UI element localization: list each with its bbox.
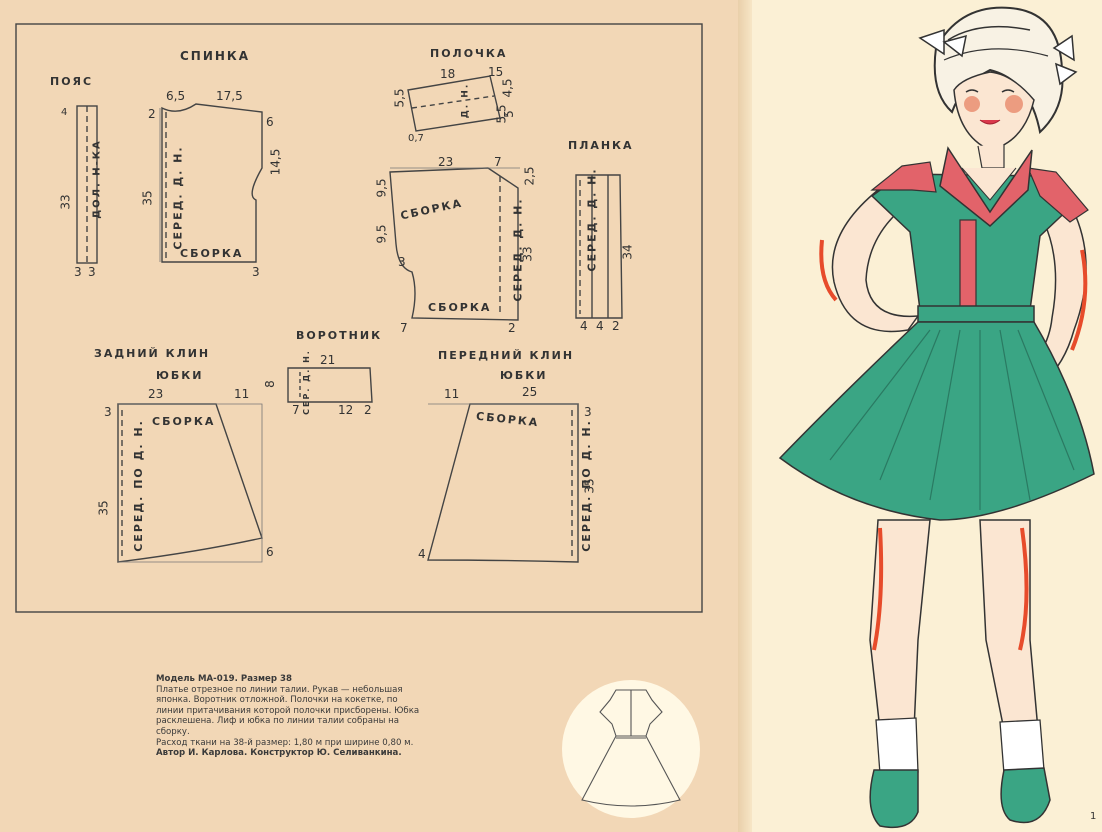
num-placket-b2: 4 [596, 319, 604, 333]
center-fold-back-gore: СЕРЕД. ПО Д. Н. [131, 419, 145, 552]
num-collar-b2: 12 [338, 403, 354, 417]
num-yoke-r3: 5 [501, 110, 516, 118]
num-fgore-right: 3 [584, 405, 592, 419]
num-yoke-left: 5,5 [392, 88, 407, 108]
pattern-drawings [15, 23, 703, 818]
pattern-frame-border [15, 23, 703, 613]
label-back-gore: ЗАДНИЙ КЛИН [94, 347, 211, 360]
num-belt-height: 33 [58, 194, 73, 210]
num-front-b1: 7 [400, 321, 408, 335]
label-belt: ПОЯС [50, 75, 94, 88]
num-back-top1: 6,5 [166, 89, 186, 103]
num-fgore-top1: 11 [444, 387, 460, 401]
num-back-bottom: 3 [252, 265, 260, 279]
num-fgore-left: 4 [418, 547, 426, 561]
center-fold-placket: СЕРЕД. Д. Н. [585, 167, 599, 272]
collar-piece [287, 367, 373, 403]
placket-piece [575, 174, 623, 319]
page-fold [738, 0, 752, 832]
num-fgore-top2: 25 [522, 385, 538, 399]
model-title: Модель МА-019. Размер 38 [156, 674, 292, 684]
front-bodice-piece [389, 167, 519, 321]
num-collar-l: 8 [262, 380, 277, 388]
num-fgore-side: 35 [582, 478, 597, 494]
label-collar: ВОРОТНИК [296, 329, 383, 342]
front-skirt-gore-piece [427, 403, 579, 563]
illustration-page [745, 0, 1102, 832]
num-back-right1: 6 [266, 115, 274, 129]
model-fabric: Расход ткани на 38-й размер: 1,80 м при … [156, 737, 414, 748]
num-front-top1: 23 [438, 155, 454, 169]
num-belt-top: 4 [61, 107, 68, 118]
label-placket: ПЛАНКА [568, 139, 634, 152]
num-placket-len: 34 [620, 244, 635, 260]
num-back-top2: 17,5 [216, 89, 243, 103]
belt-mark: ДОЛ. Н-КА [91, 139, 103, 219]
num-back-right2: 14,5 [268, 148, 283, 176]
num-front-cut: 3 [398, 255, 406, 269]
model-body: Платье отрезное по линии талии. Рукав — … [156, 684, 420, 737]
label-back-gore-skirt: ЮБКИ [156, 369, 204, 382]
num-front-r: 2,5 [522, 166, 537, 186]
front-yoke-piece [407, 75, 501, 132]
gather-back: СБОРКА [180, 247, 244, 260]
gather-back-gore: СБОРКА [152, 415, 216, 428]
num-bgore-left: 3 [104, 405, 112, 419]
model-description: Модель МА-019. Размер 38 Платье отрезное… [156, 674, 426, 759]
label-back: СПИНКА [180, 49, 251, 63]
yoke-mark: Д. Н. [460, 82, 471, 119]
dress-thumbnail-icon [581, 689, 681, 807]
num-yoke-r1: 4,5 [500, 78, 515, 98]
num-bgore-top1: 23 [148, 387, 164, 401]
num-yoke-w1: 18 [440, 67, 456, 81]
num-bgore-side: 35 [96, 500, 111, 516]
label-front: ПОЛОЧКА [430, 47, 508, 60]
num-collar-b1: 7 [292, 403, 300, 417]
page-number: 1 [1090, 811, 1097, 822]
label-front-gore: ПЕРЕДНИЙ КЛИН [438, 349, 575, 362]
num-front-side2: 9,5 [374, 224, 389, 244]
back-bodice-piece [161, 103, 263, 263]
num-front-right: 33 [520, 246, 535, 262]
num-belt-w1: 3 [74, 265, 82, 279]
model-author: Автор И. Карлова. Конструктор Ю. Селиван… [156, 748, 402, 759]
num-front-top2: 7 [494, 155, 502, 169]
num-bgore-top2: 11 [234, 387, 250, 401]
label-front-gore-skirt: ЮБКИ [500, 369, 548, 382]
num-belt-w2: 3 [88, 265, 96, 279]
num-front-b2: 2 [508, 321, 516, 335]
num-placket-b3: 2 [612, 319, 620, 333]
num-front-side1: 9,5 [374, 178, 389, 198]
num-bgore-right: 6 [266, 545, 274, 559]
num-collar-top: 21 [320, 353, 336, 367]
num-back-left-top: 2 [148, 107, 156, 121]
num-collar-b3: 2 [364, 403, 372, 417]
collar-mark: СЕР. Д. Н. [301, 349, 311, 415]
num-yoke-w2: 15 [488, 65, 504, 79]
thumbnail-circle [562, 680, 700, 818]
center-fold-back: СЕРЕД. Д. Н. [171, 145, 185, 250]
num-placket-b1: 4 [580, 319, 588, 333]
num-yoke-bottom: 0,7 [408, 133, 424, 144]
gather-front-bottom: СБОРКА [428, 301, 492, 314]
num-back-side: 35 [140, 190, 155, 206]
